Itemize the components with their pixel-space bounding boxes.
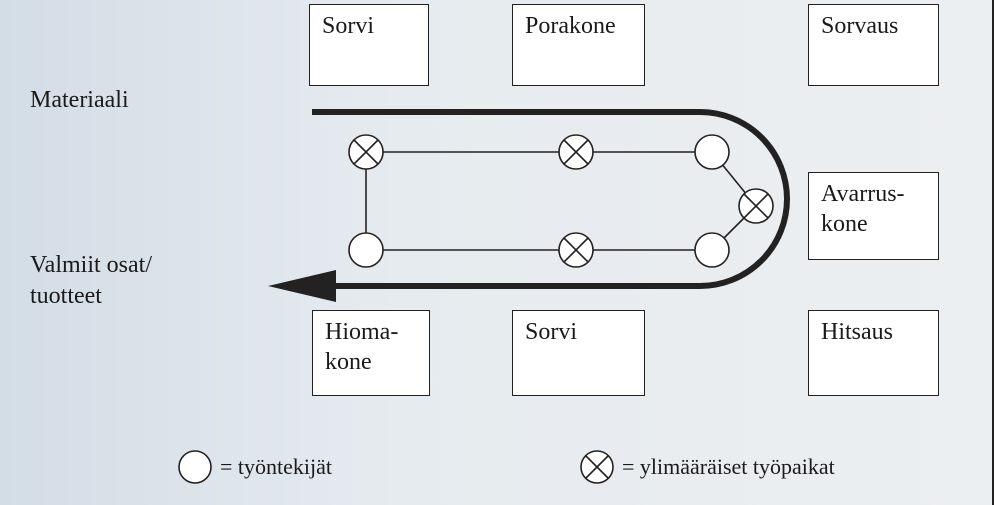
- station-worker-3-icon: [694, 232, 730, 268]
- machine-sorvaus-label: Sorvaus: [821, 13, 899, 39]
- machine-hiomakone: Hioma- kone: [312, 310, 430, 396]
- machine-sorvi-bottom-label: Sorvi: [525, 319, 578, 345]
- output-label-line-2: tuotteet: [30, 283, 102, 309]
- machine-hiomakone-label-1: Hioma-: [325, 319, 399, 345]
- machine-avarruskone: Avarrus- kone: [808, 172, 939, 260]
- worker-circle-icon: [178, 450, 212, 484]
- station-extra-4-icon: [558, 232, 594, 268]
- machine-porakone: Porakone: [512, 4, 645, 86]
- station-extra-1-icon: [348, 134, 384, 170]
- legend-extra-label: = ylimääräiset työpaikat: [622, 454, 835, 479]
- flow-arrowhead-icon: [268, 270, 336, 302]
- machine-sorvaus: Sorvaus: [808, 4, 939, 86]
- input-label: Materiaali: [30, 87, 129, 113]
- material-flow-arrow: [312, 109, 790, 289]
- machine-avarruskone-label-2: kone: [821, 211, 868, 237]
- legend-worker: = työntekijät: [176, 448, 332, 486]
- station-extra-2-icon: [558, 134, 594, 170]
- machine-sorvi-bottom: Sorvi: [512, 310, 645, 396]
- machine-hitsaus: Hitsaus: [808, 310, 939, 396]
- machine-porakone-label: Porakone: [525, 13, 616, 39]
- station-worker-2-icon: [348, 232, 384, 268]
- extra-workstation-icon: [580, 450, 614, 484]
- machine-hiomakone-label-2: kone: [325, 349, 372, 375]
- output-label-line-1: Valmiit osat/: [30, 252, 152, 278]
- machine-sorvi-top-label: Sorvi: [322, 13, 375, 39]
- machine-avarruskone-label-1: Avarrus-: [821, 181, 905, 207]
- legend-extra: = ylimääräiset työpaikat: [578, 448, 835, 486]
- machine-sorvi-top: Sorvi: [309, 4, 429, 86]
- station-extra-3-icon: [738, 188, 774, 224]
- cell-links: [365, 151, 757, 251]
- output-label: Valmiit osat/ tuotteet: [30, 250, 152, 312]
- station-worker-1-icon: [694, 134, 730, 170]
- machine-hitsaus-label: Hitsaus: [821, 319, 893, 345]
- legend-worker-label: = työntekijät: [220, 454, 332, 479]
